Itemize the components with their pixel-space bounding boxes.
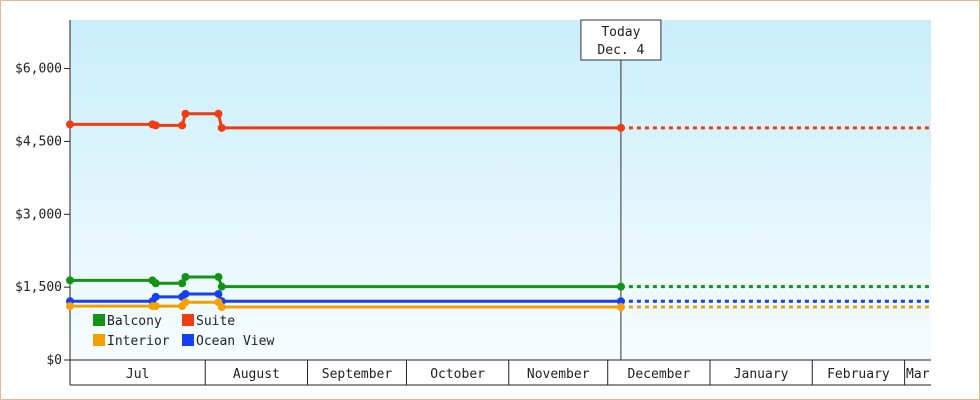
data-point-interior bbox=[66, 302, 74, 311]
data-point-suite bbox=[214, 109, 223, 118]
month-label: January bbox=[734, 367, 789, 382]
data-point-ocean-view bbox=[214, 289, 223, 298]
month-label: February bbox=[827, 367, 890, 382]
data-point-suite bbox=[151, 121, 160, 130]
data-point-balcony bbox=[214, 272, 223, 281]
x-axis: Jul August September October November Decembe… bbox=[69, 359, 931, 386]
legend-label-ocean-view: Ocean View bbox=[196, 334, 274, 349]
y-tick-label: $3,000 bbox=[15, 207, 62, 222]
month-label: November bbox=[527, 367, 590, 382]
legend-swatch-suite bbox=[182, 314, 194, 326]
today-date-label: Dec. 4 bbox=[597, 43, 644, 58]
y-tick-label: $4,500 bbox=[15, 134, 62, 149]
data-point-interior bbox=[151, 302, 160, 311]
data-point-balcony bbox=[151, 279, 160, 288]
y-tick-label: $1,500 bbox=[15, 280, 62, 295]
plot-background bbox=[70, 20, 931, 360]
month-label: October bbox=[430, 367, 485, 382]
month-label: December bbox=[628, 367, 691, 382]
data-point-balcony bbox=[181, 272, 190, 281]
y-tick-label: $0 bbox=[46, 353, 62, 368]
data-point-suite bbox=[178, 121, 187, 130]
month-label: August bbox=[233, 367, 280, 382]
y-axis: $0 $1,500 $3,000 $4,500 $6,000 bbox=[15, 20, 71, 368]
legend-swatch-interior bbox=[93, 334, 105, 346]
data-point-suite bbox=[181, 109, 190, 118]
data-point-interior bbox=[181, 298, 190, 307]
series-layer bbox=[66, 109, 931, 312]
legend-swatch-ocean-view bbox=[182, 334, 194, 346]
data-point-ocean-view bbox=[151, 292, 160, 301]
data-point-ocean-view bbox=[616, 297, 625, 306]
month-label: Mar bbox=[906, 367, 930, 382]
y-tick-label: $6,000 bbox=[15, 62, 62, 77]
legend-label-balcony: Balcony bbox=[107, 314, 162, 329]
legend-label-interior: Interior bbox=[107, 334, 170, 349]
data-point-balcony bbox=[178, 279, 187, 288]
data-point-interior bbox=[616, 303, 625, 312]
data-point-interior bbox=[217, 303, 226, 312]
data-point-balcony bbox=[66, 276, 74, 285]
today-label: Today bbox=[601, 25, 640, 40]
data-point-ocean-view bbox=[181, 289, 190, 298]
legend-swatch-balcony bbox=[93, 314, 105, 326]
month-label: Jul bbox=[126, 367, 149, 382]
data-point-suite bbox=[217, 123, 226, 132]
today-box bbox=[580, 19, 662, 61]
month-label: September bbox=[322, 367, 393, 382]
data-point-suite bbox=[616, 123, 625, 132]
data-point-balcony bbox=[217, 282, 226, 291]
data-point-balcony bbox=[616, 282, 625, 291]
legend-label-suite: Suite bbox=[196, 314, 235, 329]
data-point-suite bbox=[66, 120, 74, 129]
